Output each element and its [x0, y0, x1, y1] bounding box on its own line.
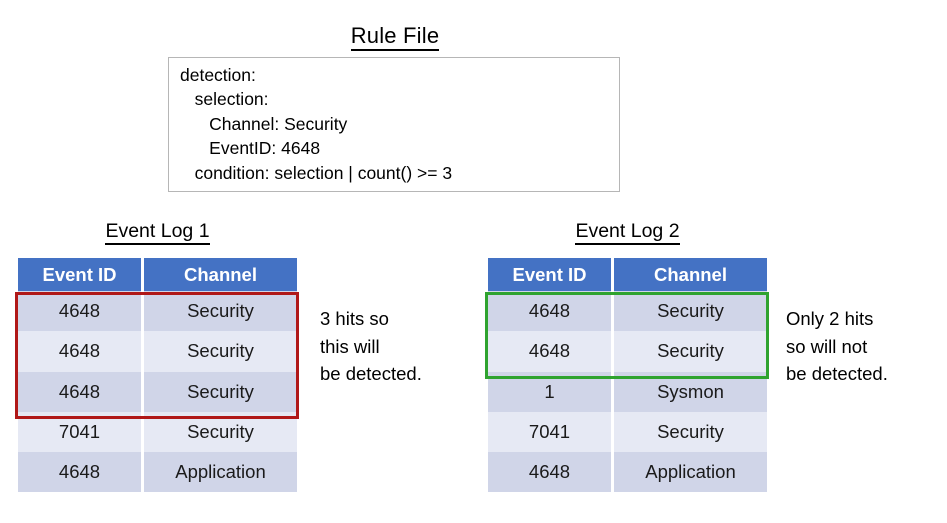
cell-channel: Application — [614, 452, 767, 493]
rule-file-code: detection: selection: Channel: Security … — [180, 65, 453, 183]
cell-channel: Security — [614, 291, 767, 332]
cell-event-id: 4648 — [488, 291, 611, 332]
table-row: 4648 Security — [18, 331, 297, 372]
table-row: 4648 Security — [18, 371, 297, 412]
cell-event-id: 4648 — [18, 452, 141, 493]
event-log-2-title-text: Event Log 2 — [575, 220, 680, 245]
cell-event-id: 7041 — [488, 411, 611, 453]
table-row: 4648 Application — [18, 452, 297, 493]
rule-file-title: Rule File — [0, 22, 790, 51]
table-header-row: Event ID Channel — [18, 258, 297, 291]
cell-channel: Application — [144, 452, 297, 493]
table-row: 4648 Security — [18, 291, 297, 332]
cell-channel: Security — [614, 411, 767, 453]
rule-file-title-text: Rule File — [350, 23, 440, 51]
event-log-1-table: Event ID Channel 4648 Security 4648 Secu… — [18, 258, 297, 493]
rule-file-box — [168, 57, 620, 192]
highlight-box-red — [15, 292, 299, 419]
column-header-channel: Channel — [614, 258, 767, 291]
column-header-event-id: Event ID — [488, 258, 611, 291]
cell-channel: Security — [144, 291, 297, 332]
event-log-1-title: Event Log 1 — [18, 219, 297, 245]
table-row: 4648 Application — [488, 452, 767, 493]
cell-event-id: 4648 — [488, 331, 611, 372]
column-header-channel: Channel — [144, 258, 297, 291]
event-log-2-title: Event Log 2 — [488, 219, 767, 245]
cell-channel: Security — [614, 331, 767, 372]
table-row: 4648 Security — [488, 291, 767, 332]
cell-event-id: 4648 — [488, 452, 611, 493]
column-header-event-id: Event ID — [18, 258, 141, 291]
event-log-1-title-text: Event Log 1 — [105, 220, 210, 245]
table-row: 7041 Security — [488, 411, 767, 453]
cell-event-id: 4648 — [18, 291, 141, 332]
highlight-box-green — [485, 292, 769, 379]
cell-channel: Security — [144, 371, 297, 412]
table-header-row: Event ID Channel — [488, 258, 767, 291]
cell-channel: Security — [144, 331, 297, 372]
table-row: 4648 Security — [488, 331, 767, 372]
annotation-log-1: 3 hits so this will be detected. — [320, 308, 422, 384]
annotation-log-2: Only 2 hits so will not be detected. — [786, 308, 888, 384]
cell-event-id: 4648 — [18, 331, 141, 372]
cell-event-id: 4648 — [18, 371, 141, 412]
